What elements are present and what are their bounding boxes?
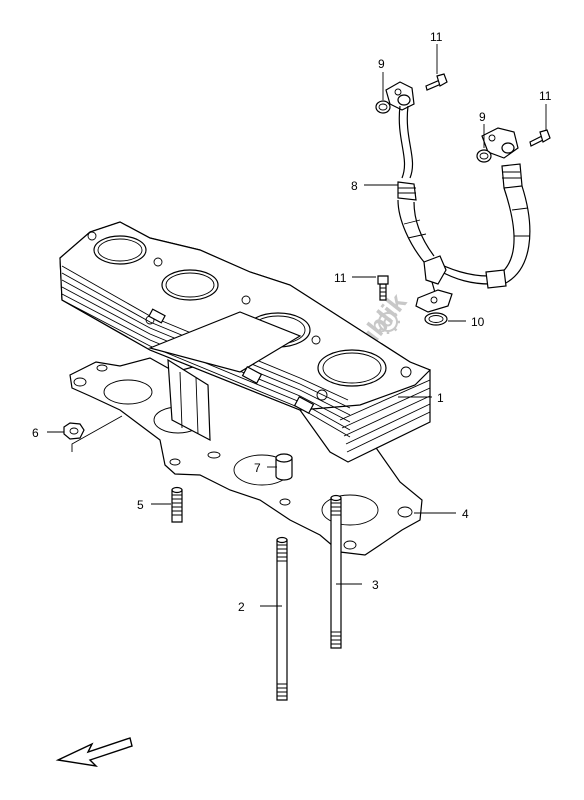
callout-6: 6 — [32, 426, 39, 440]
callout-11-lower: 11 — [334, 271, 347, 285]
leader-lines — [47, 44, 547, 607]
o-ring-upper-left — [375, 100, 391, 114]
callout-9-right: 9 — [479, 110, 486, 124]
callout-9-left: 9 — [378, 57, 385, 71]
bolt-lower — [377, 275, 389, 301]
callout-7: 7 — [254, 461, 261, 475]
gear-icon — [376, 310, 400, 334]
callout-labels: 1 2 3 4 5 6 7 8 9 9 10 11 11 11 — [32, 30, 552, 614]
callout-2: 2 — [238, 600, 245, 614]
cylinder-block — [59, 221, 432, 463]
callout-10: 10 — [471, 315, 485, 329]
callout-3: 3 — [372, 578, 379, 592]
o-ring-lower — [424, 312, 448, 326]
callout-11-top: 11 — [430, 30, 443, 44]
callout-11-right: 11 — [539, 89, 552, 103]
o-ring-upper-right — [476, 149, 492, 163]
bolt-upper-right — [529, 129, 551, 147]
nut — [63, 422, 85, 440]
callout-8: 8 — [351, 179, 358, 193]
oil-pipe — [385, 81, 531, 313]
dowel-pin — [275, 453, 293, 481]
front-arrow-icon — [55, 737, 133, 768]
callout-1: 1 — [437, 391, 444, 405]
callout-5: 5 — [137, 498, 144, 512]
bolt-upper-left — [425, 73, 448, 91]
stud-bolt-long — [276, 536, 288, 701]
callout-4: 4 — [462, 507, 469, 521]
stud-bolt-short — [171, 486, 183, 523]
stud-bolt-medium — [330, 494, 342, 649]
